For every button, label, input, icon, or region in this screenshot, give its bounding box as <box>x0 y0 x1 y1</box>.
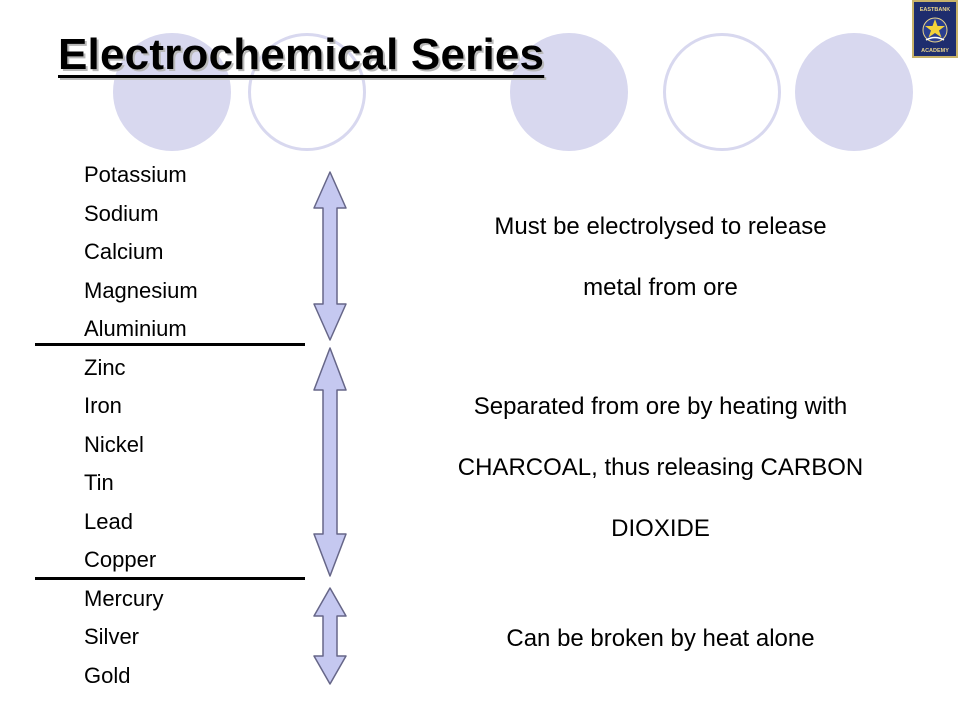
page-title: Electrochemical Series <box>58 30 545 79</box>
metal-item: Nickel <box>84 431 144 457</box>
double-arrow-icon <box>313 347 347 577</box>
divider-aluminium-zinc <box>35 343 305 346</box>
description-electrolysis: Must be electrolysed to release metal fr… <box>378 196 943 318</box>
decorative-circle-1 <box>113 33 231 151</box>
divider-copper-mercury <box>35 577 305 580</box>
metal-item: Calcium <box>84 239 164 264</box>
description-line: Can be broken by heat alone <box>506 625 815 652</box>
metal-item: Copper <box>84 547 157 572</box>
description-line: Separated from ore by heating with <box>473 393 848 420</box>
double-arrow-icon <box>313 171 347 341</box>
star-crest-icon: EASTBANK ACADEMY <box>920 7 951 54</box>
double-arrow-icon <box>313 587 347 685</box>
metal-item: Potassium <box>84 162 187 187</box>
decorative-ring-1 <box>248 33 366 151</box>
description-line: CHARCOAL, thus releasing CARBON <box>457 454 864 481</box>
description-line: Must be electrolysed to release <box>494 213 827 240</box>
description-charcoal: Separated from ore by heating with CHARC… <box>378 376 943 559</box>
metal-list: Potassium Sodium Calcium Magnesium Alumi… <box>84 156 198 695</box>
academy-logo: EASTBANK ACADEMY <box>912 0 958 58</box>
metal-item: Gold <box>84 662 131 688</box>
metal-item: Iron <box>84 393 122 418</box>
metal-item: Lead <box>84 508 133 534</box>
decorative-ring-2 <box>663 33 781 151</box>
metal-item: Mercury <box>84 585 164 611</box>
metal-item: Aluminium <box>84 316 187 341</box>
decorative-circle-2 <box>510 33 628 151</box>
metal-item: Tin <box>84 470 114 495</box>
metal-item: Magnesium <box>84 277 198 303</box>
metal-item: Silver <box>84 624 140 649</box>
decorative-circle-3 <box>795 33 913 151</box>
logo-text-bottom: ACADEMY <box>921 48 949 54</box>
logo-text-top: EASTBANK <box>920 7 951 13</box>
description-heat: Can be broken by heat alone <box>378 608 943 669</box>
description-line: metal from ore <box>583 274 738 301</box>
metal-item: Sodium <box>84 200 159 226</box>
metal-item: Zinc <box>84 354 126 380</box>
description-line: DIOXIDE <box>611 515 710 542</box>
